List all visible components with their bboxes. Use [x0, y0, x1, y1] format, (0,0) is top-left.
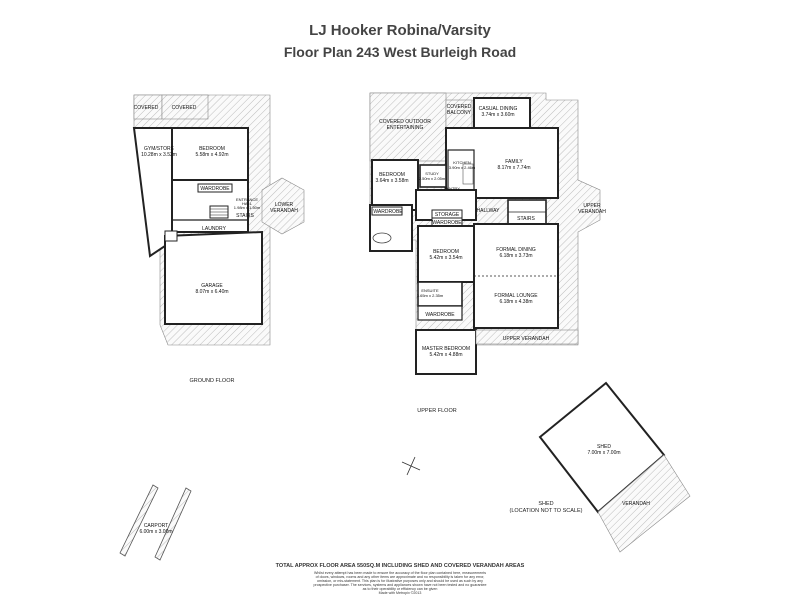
master-bedroom-label: MASTER BEDROOM: [422, 346, 470, 352]
upper-verandah-side-label: UPPER: [583, 203, 601, 209]
gym-label: GYM/STORE: [144, 146, 175, 152]
upper-verandah-label: UPPER VERANDAH: [503, 336, 550, 342]
gym-dimensions: 10.28m x 3.52m: [141, 152, 177, 158]
ground-wardrobe-label: WARDROBE: [200, 186, 230, 192]
disclaimer-line-3: omission, or mis-statement. This plan is…: [317, 579, 483, 583]
company-title: LJ Hooker Robina/Varsity: [309, 22, 491, 39]
study-room: [419, 164, 447, 188]
carport-dimensions: 6.00m x 3.00m: [139, 529, 172, 535]
covered-outdoor-area: [369, 92, 447, 162]
formal-lounge-label: FORMAL LOUNGE: [494, 293, 538, 299]
ground-bedroom: [171, 127, 249, 181]
covered-balcony-area: [445, 99, 473, 131]
bathtub-icon: [372, 232, 392, 244]
casual-dining-dimensions: 3.74m x 3.60m: [481, 112, 514, 118]
compass-icon: [401, 456, 421, 476]
shed-label: SHED: [597, 444, 611, 450]
ground-store-cupboard: [164, 230, 178, 242]
kitchen-label: KITCHEN: [453, 160, 471, 165]
covered-outdoor-label: COVERED OUTDOOR: [379, 119, 431, 125]
formal-dining-dimensions: 6.18m x 3.73m: [499, 253, 532, 259]
covered-label-1: COVERED: [134, 105, 159, 111]
upper-verandah-side-label-2: VERANDAH: [578, 209, 606, 215]
shed-verandah: [597, 454, 691, 553]
entrance-label-2: HALL: [242, 201, 253, 206]
upper-stairs-label: STAIRS: [517, 216, 535, 222]
pantry-label: PANTRY: [444, 186, 460, 191]
kitchen-island: [462, 163, 474, 185]
covered-label-2: COVERED: [172, 105, 197, 111]
garage-dimensions: 8.07m x 6.40m: [195, 289, 228, 295]
hallway-label: HALLWAY: [477, 208, 501, 214]
kitchen-dimensions: 3.90m x 2.46m: [449, 165, 476, 170]
storage-label: STORAGE: [435, 212, 460, 218]
covered-balcony-label-2: BALCONY: [447, 110, 472, 116]
ground-wardrobe: [197, 183, 233, 193]
upper-bedroom-2: [371, 159, 419, 211]
upper-wardrobe-2-label: WARDROBE: [432, 220, 462, 226]
shed-verandah-label: VERANDAH: [622, 501, 650, 507]
master-bedroom-dimensions: 5.42m x 4.88m: [429, 352, 462, 358]
carport-label: CARPORT: [144, 523, 168, 529]
ensuite-dimensions: 3.65m x 2.35m: [417, 293, 444, 298]
covered-area-1: [133, 94, 163, 120]
upper-bedroom-3-label: BEDROOM: [433, 249, 459, 255]
casual-dining-label: CASUAL DINING: [479, 106, 518, 112]
study-label: STUDY: [425, 171, 439, 176]
entrance-label: ENTRANCE: [236, 197, 258, 202]
upper-floor-caption: UPPER FLOOR: [417, 408, 456, 414]
ground-floor-caption: GROUND FLOOR: [190, 378, 235, 384]
upper-bedroom-2-label: BEDROOM: [379, 172, 405, 178]
covered-balcony-label: COVERED: [447, 104, 472, 110]
disclaimer-line-5: as to their operability or efficiency ca…: [362, 587, 438, 591]
garage-label: GARAGE: [201, 283, 223, 289]
upper-wardrobe-1: [371, 206, 403, 216]
formal-lounge-dimensions: 6.18m x 4.38m: [499, 299, 532, 305]
covered-outdoor-label-2: ENTERTAINING: [387, 125, 424, 131]
ground-stairs-label: STAIRS: [236, 213, 254, 219]
plan-subtitle: Floor Plan 243 West Burleigh Road: [283, 44, 517, 60]
ground-bedroom-label: BEDROOM: [199, 146, 225, 152]
upper-floor-plan: COVERED OUTDOOR ENTERTAINING COVERED BAL…: [369, 92, 606, 414]
upper-wardrobe-1-label: WARDROBE: [373, 209, 403, 215]
covered-area-2: [161, 94, 209, 120]
upper-wardrobe-3: [417, 305, 463, 321]
ensuite-room: [417, 281, 463, 307]
ground-floor-plan: COVERED COVERED GYM/STORE 10.28m x 3.52m…: [132, 94, 305, 384]
casual-dining-room: [473, 97, 531, 131]
disclaimer-line-1: Whilst every attempt has been made to en…: [314, 571, 486, 575]
ensuite-label: ENSUITE: [421, 288, 439, 293]
family-dimensions: 8.17m x 7.74m: [497, 165, 530, 171]
upper-verandah-strip: [475, 329, 579, 345]
disclaimer-line-2: of doors, windows, rooms and any other i…: [315, 575, 485, 579]
upper-bedroom-2-dimensions: 3.64m x 3.58m: [375, 178, 408, 184]
made-with-note: Made with Metropix ©2013: [378, 591, 422, 595]
master-bedroom: [415, 329, 477, 375]
carport-post-right: [154, 487, 192, 561]
upper-bedroom-3: [417, 225, 475, 283]
ground-bedroom-dimensions: 5.58m x 4.92m: [195, 152, 228, 158]
shed-dimensions: 7.00m x 7.00m: [587, 450, 620, 456]
upper-bedroom-3-dimensions: 5.42m x 3.54m: [429, 255, 462, 261]
lower-verandah-label-2: VERANDAH: [270, 208, 298, 214]
upper-wardrobe-3-label: WARDROBE: [425, 312, 455, 318]
lower-verandah-area: [261, 177, 305, 235]
laundry-label: LAUNDRY: [202, 226, 226, 232]
shed-caption: SHED: [538, 501, 553, 507]
family-label: FAMILY: [505, 159, 523, 165]
total-area-note: TOTAL APPROX FLOOR AREA 550SQ.M INCLUDIN…: [275, 563, 525, 569]
disclaimer-line-4: prospective purchaser. The services, sys…: [313, 583, 487, 587]
ground-garage: [164, 230, 263, 325]
lower-verandah-label: LOWER: [275, 202, 294, 208]
carport-post-left: [119, 484, 159, 557]
shed-plan: SHED 7.00m x 7.00m VERANDAH SHED (LOCATI…: [510, 381, 691, 553]
shed-caption-2: (LOCATION NOT TO SCALE): [510, 508, 583, 514]
entrance-dimensions: 1.98m x 1.50m: [234, 205, 261, 210]
formal-dining-label: FORMAL DINING: [496, 247, 536, 253]
carport-plan: CARPORT 6.00m x 3.00m: [119, 484, 192, 561]
study-dimensions: 2.50m x 2.05m: [419, 176, 446, 181]
